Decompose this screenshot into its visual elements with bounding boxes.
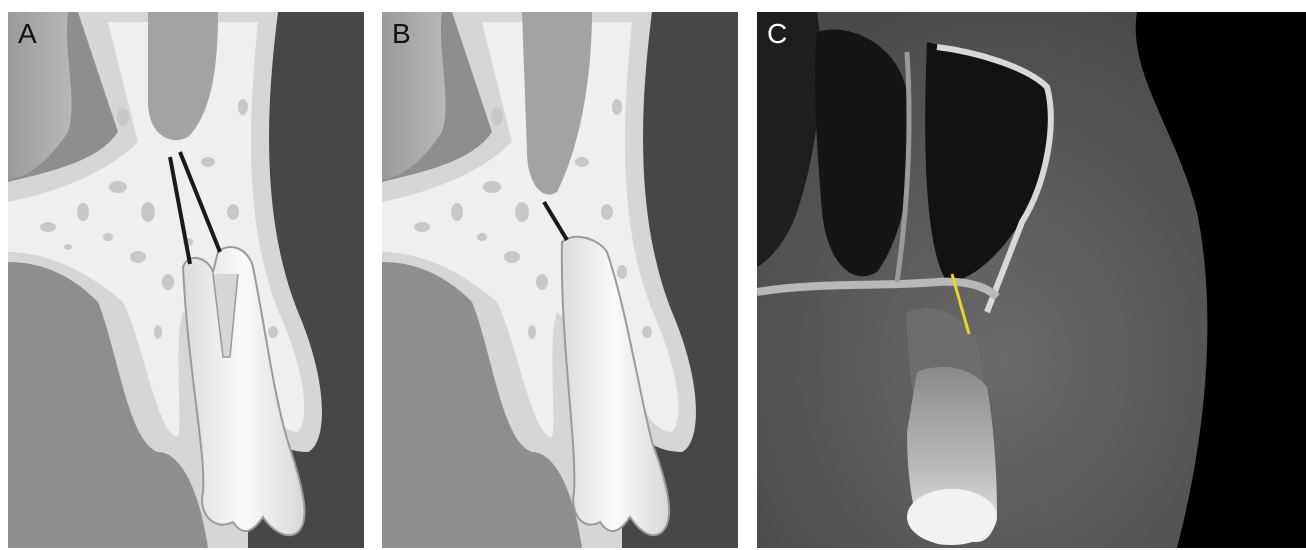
panel-a: A (8, 12, 364, 548)
illustration-two-roots (8, 12, 364, 548)
illustration-single-root (382, 12, 738, 548)
ct-crown-enamel (907, 489, 997, 545)
cbct-image (757, 12, 1306, 548)
panel-b: B (382, 12, 738, 548)
panel-label-a: A (18, 20, 37, 48)
panel-label-b: B (392, 20, 411, 48)
panel-label-c: C (767, 20, 787, 48)
panel-c: C (757, 12, 1306, 548)
